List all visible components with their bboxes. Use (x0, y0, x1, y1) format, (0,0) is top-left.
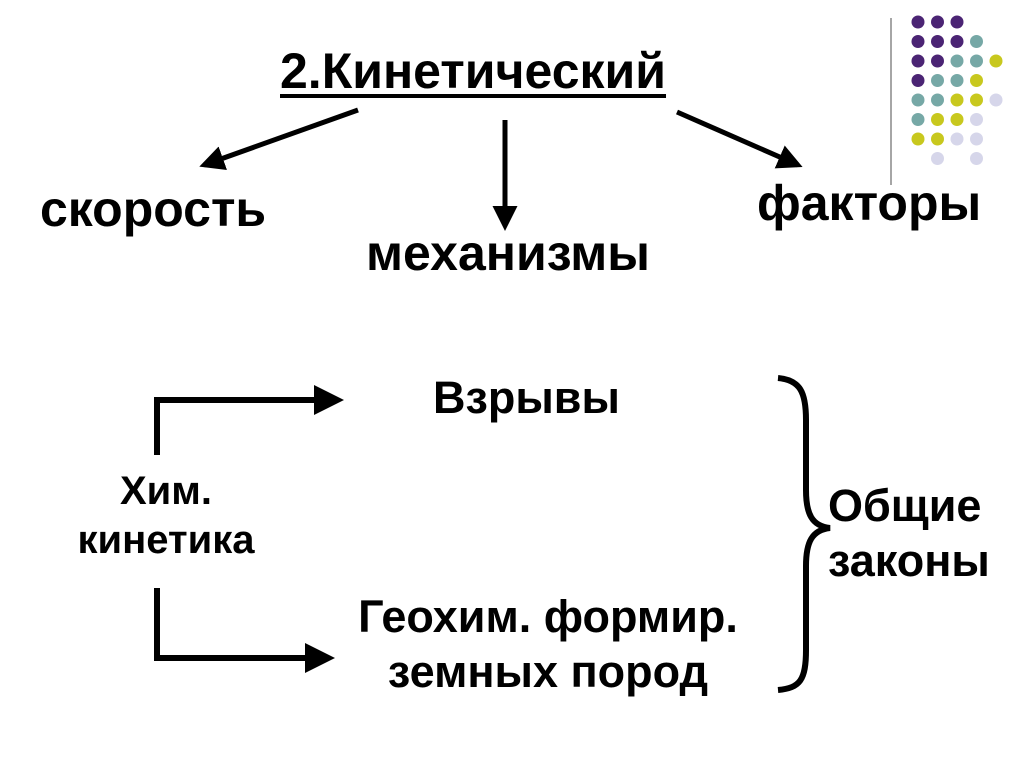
decorative-dot (931, 54, 944, 68)
decorative-dot (970, 113, 983, 126)
arrow-to-factors (675, 109, 803, 169)
decorative-dot (989, 54, 1003, 68)
decorative-dot (911, 74, 925, 87)
right-curly-brace (777, 375, 831, 693)
decorative-dot (970, 35, 983, 48)
branch-factors-label: факторы (757, 175, 982, 231)
arrow-to-geochem (154, 588, 335, 673)
decorative-dot (970, 54, 983, 68)
decorative-dot (931, 113, 944, 126)
decorative-dot (931, 152, 944, 165)
decorative-dot (950, 15, 964, 29)
decorative-dot (970, 74, 983, 87)
decorative-dot (911, 54, 925, 68)
geochemical-formation-line-2: земных пород (387, 645, 709, 697)
decorative-dot (931, 132, 944, 146)
decorative-dot (911, 15, 925, 29)
arrow-to-explosions (154, 385, 344, 455)
decorative-dot (911, 93, 925, 107)
decorative-dot (911, 35, 925, 48)
decorative-dot (970, 93, 983, 107)
decorative-dot (950, 93, 964, 107)
decorative-dot (970, 152, 983, 165)
general-laws-label: Общие законы (828, 479, 998, 589)
decorative-dot (911, 113, 925, 126)
decorative-dot (970, 132, 983, 146)
explosions-label: Взрывы (433, 372, 620, 423)
decorative-dot (950, 113, 964, 126)
decorative-dot (989, 93, 1003, 107)
decorative-dot (950, 54, 964, 68)
decorative-dot (950, 132, 964, 146)
decorative-dot (950, 35, 964, 48)
decorative-dot (911, 132, 925, 146)
decorative-dot (950, 74, 964, 87)
decorative-dot (931, 35, 944, 48)
geochemical-formation-line-1: Геохим. формир. (358, 591, 738, 642)
geochemical-formation-label: Геохим. формир. земных пород (330, 590, 766, 700)
chemical-kinetics-line-2: кинетика (77, 517, 255, 562)
chemical-kinetics-line-1: Хим. (120, 469, 212, 513)
slide-title: 2.Кинетический (280, 43, 667, 99)
branch-mechanisms-label: механизмы (366, 225, 650, 281)
decorative-dot (931, 93, 944, 107)
arrow-to-speed (199, 107, 359, 171)
chemical-kinetics-label: Хим. кинетика (52, 467, 280, 565)
branch-speed-label: скорость (40, 181, 267, 237)
decorative-dot (931, 74, 944, 87)
decorative-dot (931, 15, 944, 29)
general-laws-line-1: Общие (828, 480, 982, 531)
general-laws-line-2: законы (828, 534, 990, 586)
